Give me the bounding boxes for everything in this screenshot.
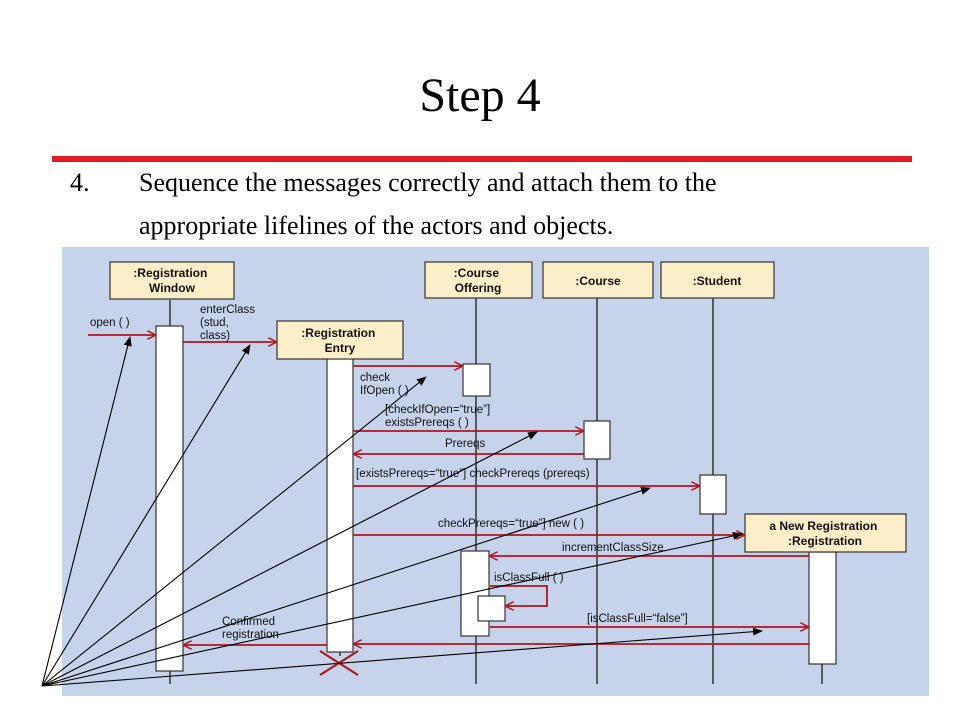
pointer-arrow-2 <box>41 344 251 687</box>
message-label-check-if-open: check IfOpen ( ) <box>360 372 409 397</box>
activation-registration-entry <box>326 357 354 653</box>
step-text-line-2: appropriate lifelines of the actors and … <box>139 211 614 240</box>
message-label-check-prereqs: [existsPrereqs=“true”] checkPrereqs (pre… <box>356 468 590 480</box>
message-arrow-is-class-full <box>490 585 548 606</box>
step-text-line-1: Sequence the messages correctly and atta… <box>139 168 717 197</box>
message-label-confirmed-registration: Confirmed registration <box>222 616 279 641</box>
activation-course-check <box>583 420 611 460</box>
activation-registration-window <box>155 325 184 672</box>
title-rule <box>52 156 912 162</box>
message-label-new: checkPrereqs=“true”] new ( ) <box>438 518 584 530</box>
object-box-new-registration <box>744 513 907 553</box>
object-box-student <box>660 261 775 299</box>
object-box-course <box>542 261 654 299</box>
slide-title: Step 4 <box>419 69 541 122</box>
activation-course-offering-increment <box>460 550 490 637</box>
object-label-student: :Student <box>693 274 742 288</box>
message-label-increment-class-size: incrementClassSize <box>562 542 664 554</box>
object-label-registration-window: :Registration Window <box>133 266 210 295</box>
step-number: 4. <box>70 168 90 197</box>
object-label-course-offering: :Course Offering <box>454 266 503 295</box>
message-label-is-class-full-false: [isClassFull=“false”] <box>587 613 688 625</box>
pointer-arrow-6 <box>41 532 743 687</box>
message-label-exists-prereqs: [checkIfOpen=“true”] existsPrereqs ( ) <box>385 404 493 429</box>
pointer-arrow-1 <box>41 336 132 687</box>
message-label-prereqs: Prereqs <box>445 438 486 450</box>
object-label-new-registration: a New Registration :Registration <box>769 519 880 548</box>
activation-course-offering-check <box>462 363 491 397</box>
pointer-arrow-7 <box>41 627 763 687</box>
pointer-arrow-5 <box>41 486 651 687</box>
pointer-arrow-4 <box>41 431 538 687</box>
object-label-course: :Course <box>575 274 621 288</box>
message-label-is-class-full: isClassFull ( ) <box>494 572 564 584</box>
pointer-arrow-3 <box>41 376 427 687</box>
message-label-enter-class: enterClass (stud, class) <box>200 304 258 342</box>
activation-student-check <box>699 474 727 515</box>
object-box-registration-window <box>109 261 235 300</box>
object-box-course-offering <box>424 261 533 299</box>
message-label-open: open ( ) <box>90 317 130 329</box>
activation-new-registration <box>808 551 837 665</box>
object-box-registration-entry <box>276 320 404 360</box>
object-label-registration-entry: :Registration Entry <box>301 326 378 355</box>
activation-course-offering-self <box>477 595 506 622</box>
